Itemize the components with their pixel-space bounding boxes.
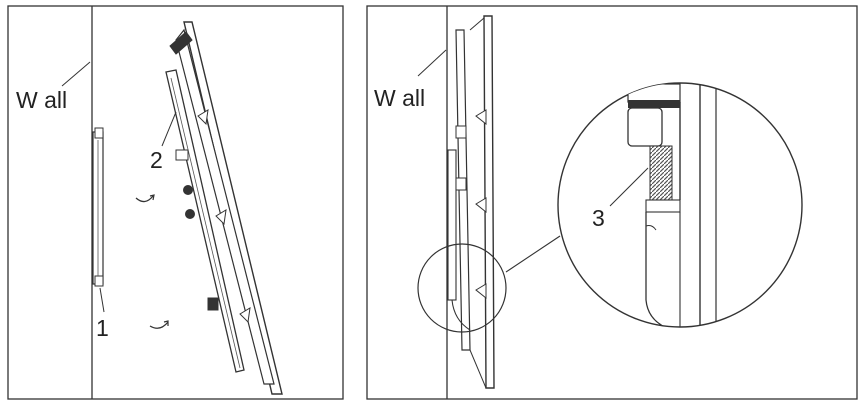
arm-screw-upper bbox=[183, 185, 193, 195]
right-wall-leader bbox=[417, 49, 447, 77]
callout-2-label: 2 bbox=[150, 147, 163, 173]
wall-plate bbox=[92, 127, 104, 287]
rotate-arrow-upper bbox=[135, 195, 154, 203]
tilted-tv-assembly bbox=[165, 21, 283, 395]
callout-1-leader bbox=[99, 287, 105, 313]
magnifier-connector bbox=[505, 235, 561, 273]
rotate-arrow-lower bbox=[149, 321, 169, 329]
mounted-tv-assembly bbox=[447, 15, 495, 389]
left-wall-leader bbox=[61, 61, 91, 87]
callout-3-leader bbox=[609, 167, 649, 207]
callout-2-leader bbox=[161, 111, 177, 147]
left-panel-frame bbox=[7, 5, 344, 400]
left-wall-label: W all bbox=[16, 87, 67, 113]
right-wall-label: W all bbox=[374, 85, 425, 111]
callout-1-label: 1 bbox=[96, 315, 109, 341]
arm-screw-lower bbox=[185, 209, 195, 219]
callout-3-label: 3 bbox=[592, 205, 605, 231]
right-panel: W all bbox=[366, 5, 858, 400]
hatched-screw bbox=[649, 145, 673, 201]
right-panel-frame bbox=[366, 5, 858, 400]
left-panel: W all 1 bbox=[7, 5, 344, 400]
detail-circle-small bbox=[417, 243, 507, 333]
